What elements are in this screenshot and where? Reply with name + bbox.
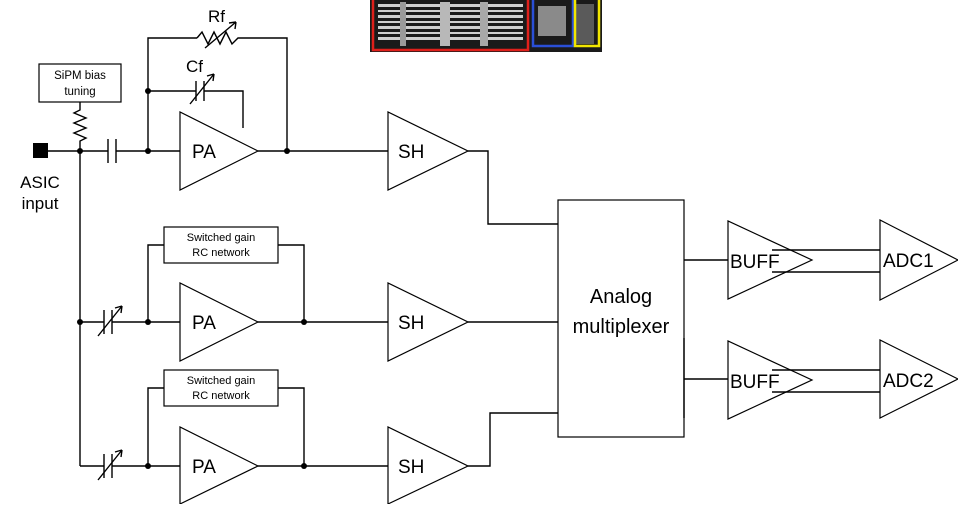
adc1-label: ADC1 — [883, 251, 934, 272]
chip-die-photo — [370, 0, 602, 52]
cf-label: Cf — [186, 57, 203, 76]
adc2-label: ADC2 — [883, 371, 934, 392]
rf-label: Rf — [208, 7, 225, 26]
sh-amplifier-2 — [387, 282, 470, 362]
variable-capacitor-3 — [103, 454, 113, 478]
switched-gain-label-1a: Switched gain — [187, 232, 256, 244]
rf-variable-arrow — [204, 21, 237, 49]
pa-label-3: PA — [192, 457, 216, 478]
adc2-block — [879, 339, 958, 419]
chip-yellow-outline — [573, 0, 601, 48]
chip-red-outline — [371, 0, 530, 52]
coupling-capacitor — [107, 139, 117, 163]
rf-resistor — [196, 30, 288, 151]
analog-multiplexer — [557, 199, 685, 438]
mux-label-1: Analog — [590, 286, 652, 308]
sh-label-2: SH — [398, 313, 424, 334]
chip-blue-outline — [531, 0, 575, 48]
switched-gain-box-1 — [163, 226, 279, 264]
asic-input-label-2: input — [22, 194, 59, 213]
pa-amplifier-2 — [179, 282, 260, 362]
buff-amplifier-1 — [727, 220, 814, 300]
sh-label-3: SH — [398, 457, 424, 478]
asic-input-terminal — [33, 143, 48, 158]
pa-label-1: PA — [192, 142, 216, 163]
bias-resistor — [72, 102, 88, 151]
pa-amplifier-3 — [179, 426, 260, 505]
switched-gain-label-1b: RC network — [192, 247, 250, 259]
buff-amplifier-2 — [727, 340, 814, 420]
sh-amplifier-1 — [387, 111, 470, 191]
buff-label-1: BUFF — [730, 252, 780, 273]
asic-input-label-1: ASIC — [20, 173, 60, 192]
switched-gain-label-2a: Switched gain — [187, 375, 256, 387]
sh-label-1: SH — [398, 142, 424, 163]
switched-gain-label-2b: RC network — [192, 390, 250, 402]
adc1-block — [879, 219, 958, 301]
mux-label-2: multiplexer — [573, 316, 670, 338]
variable-capacitor-2 — [103, 310, 113, 334]
pa-amplifier-1 — [179, 111, 260, 191]
sipm-bias-label-1: SiPM bias — [54, 70, 106, 82]
pa-label-2: PA — [192, 313, 216, 334]
switched-gain-box-2 — [163, 369, 279, 407]
buff-label-2: BUFF — [730, 372, 780, 393]
cf-variable-arrow — [189, 73, 215, 105]
sipm-bias-label-2: tuning — [64, 86, 95, 98]
sh-amplifier-3 — [387, 426, 470, 505]
